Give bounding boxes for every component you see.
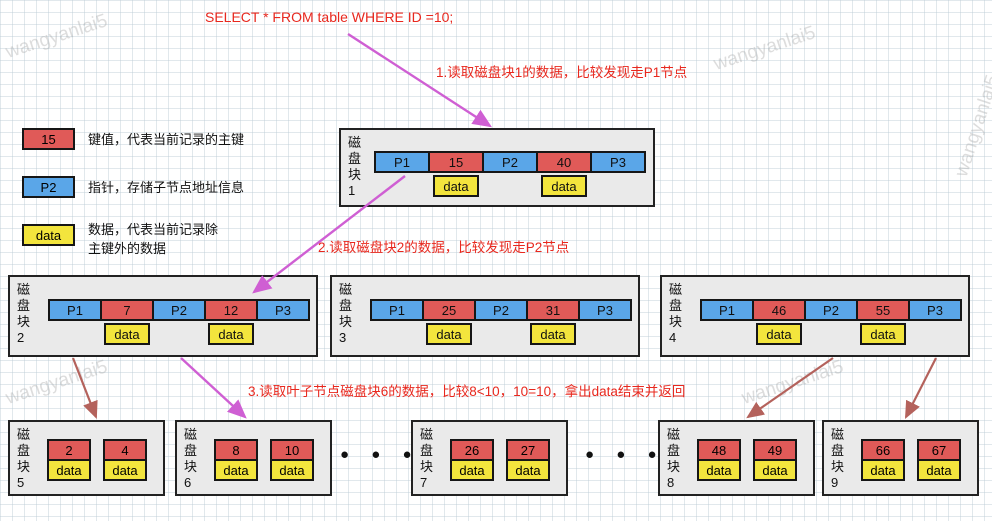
data-box: data	[506, 459, 550, 481]
data-box: data	[433, 175, 479, 197]
key-cell: 2	[47, 439, 91, 461]
key-cell: 10	[270, 439, 314, 461]
key-cell: 48	[697, 439, 741, 461]
disk-block-5-label: 磁盘块5	[17, 427, 31, 490]
key-cell: 7	[100, 299, 154, 321]
key-cell: 26	[450, 439, 494, 461]
legend-key-sample: 15	[22, 128, 75, 150]
legend-data-desc: 数据，代表当前记录除 主键外的数据	[88, 222, 219, 256]
disk-block-4-label: 磁盘块4	[669, 282, 683, 345]
key-cell: 25	[422, 299, 476, 321]
disk-block-8: 磁盘块8 48 49 data data	[658, 420, 815, 496]
arrow-block2-p2-to-block6	[180, 357, 247, 419]
pointer-cell-p3: P3	[256, 299, 310, 321]
disk-block-9-label: 磁盘块9	[831, 427, 845, 490]
legend-pointer-desc: 指针，存储子节点地址信息	[88, 180, 245, 195]
disk-block-5: 磁盘块5 2 4 data data	[8, 420, 165, 496]
sql-query-text: SELECT * FROM table WHERE ID =10;	[205, 9, 454, 25]
ellipsis-dots: ● ● ●	[340, 446, 421, 463]
data-box: data	[450, 459, 494, 481]
disk-block-6: 磁盘块6 8 10 data data	[175, 420, 332, 496]
ellipsis-dots: ● ● ●	[585, 446, 666, 463]
disk-block-1: 磁盘块1 P1 15 P2 40 P3 data data	[339, 128, 655, 207]
legend-key-desc: 键值，代表当前记录的主键	[88, 132, 245, 147]
disk-block-6-label: 磁盘块6	[184, 427, 198, 490]
pointer-cell-p2: P2	[804, 299, 858, 321]
watermark: wangyanlai5	[739, 356, 847, 409]
disk-block-1-label: 磁盘块1	[348, 135, 362, 198]
data-box: data	[697, 459, 741, 481]
data-box: data	[917, 459, 961, 481]
data-box: data	[104, 323, 150, 345]
arrow-block4-p3-to-block9	[905, 357, 937, 419]
pointer-cell-p2: P2	[474, 299, 528, 321]
data-box: data	[208, 323, 254, 345]
disk-block-3-label: 磁盘块3	[339, 282, 353, 345]
pointer-cell-p2: P2	[152, 299, 206, 321]
disk-block-7: 磁盘块7 26 27 data data	[411, 420, 568, 496]
data-box: data	[47, 459, 91, 481]
disk-block-4: 磁盘块4 P1 46 P2 55 P3 data data	[660, 275, 970, 357]
step1-annotation: 1.读取磁盘块1的数据，比较发现走P1节点	[436, 65, 688, 80]
legend-data-sample: data	[22, 224, 75, 246]
watermark: wangyanlai5	[711, 22, 819, 75]
disk-block-8-label: 磁盘块8	[667, 427, 681, 490]
step3-annotation: 3.读取叶子节点磁盘块6的数据，比较8<10，10=10，拿出data结束并返回	[248, 384, 686, 399]
key-cell: 49	[753, 439, 797, 461]
key-cell: 8	[214, 439, 258, 461]
watermark: wangyanlai5	[3, 10, 111, 63]
disk-block-3: 磁盘块3 P1 25 P2 31 P3 data data	[330, 275, 640, 357]
key-cell: 15	[428, 151, 484, 173]
watermark: wangyanlai5	[951, 72, 992, 180]
pointer-cell-p1: P1	[700, 299, 754, 321]
data-box: data	[753, 459, 797, 481]
key-cell: 27	[506, 439, 550, 461]
disk-block-7-label: 磁盘块7	[420, 427, 434, 490]
data-box: data	[103, 459, 147, 481]
pointer-cell-p2: P2	[482, 151, 538, 173]
pointer-cell-p1: P1	[370, 299, 424, 321]
pointer-cell-p3: P3	[908, 299, 962, 321]
disk-block-9: 磁盘块9 66 67 data data	[822, 420, 979, 496]
key-cell: 12	[204, 299, 258, 321]
data-box: data	[756, 323, 802, 345]
key-cell: 55	[856, 299, 910, 321]
key-cell: 4	[103, 439, 147, 461]
watermark: wangyanlai5	[3, 356, 111, 409]
key-cell: 40	[536, 151, 592, 173]
data-box: data	[530, 323, 576, 345]
disk-block-2: 磁盘块2 P1 7 P2 12 P3 data data	[8, 275, 318, 357]
pointer-cell-p1: P1	[374, 151, 430, 173]
key-cell: 67	[917, 439, 961, 461]
data-box: data	[214, 459, 258, 481]
data-box: data	[860, 323, 906, 345]
key-cell: 46	[752, 299, 806, 321]
data-box: data	[426, 323, 472, 345]
pointer-cell-p3: P3	[578, 299, 632, 321]
legend-pointer-sample: P2	[22, 176, 75, 198]
data-box: data	[861, 459, 905, 481]
step2-annotation: 2.读取磁盘块2的数据，比较发现走P2节点	[318, 240, 570, 255]
key-cell: 66	[861, 439, 905, 461]
pointer-cell-p3: P3	[590, 151, 646, 173]
disk-block-2-label: 磁盘块2	[17, 282, 31, 345]
data-box: data	[541, 175, 587, 197]
key-cell: 31	[526, 299, 580, 321]
data-box: data	[270, 459, 314, 481]
pointer-cell-p1: P1	[48, 299, 102, 321]
